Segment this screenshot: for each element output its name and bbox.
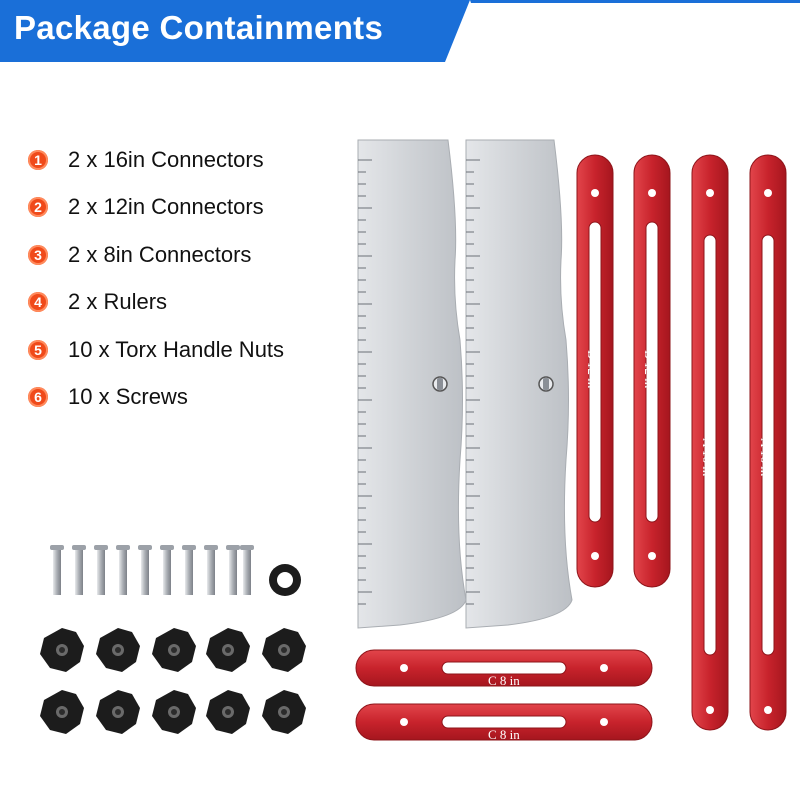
- knobs: [40, 628, 306, 734]
- connector-12in-2: B 12 in: [633, 154, 671, 588]
- screw-icon: [204, 545, 218, 595]
- contents-list: 1 2 x 16in Connectors 2 2 x 12in Connect…: [28, 136, 284, 421]
- number-badge: 3: [28, 244, 48, 265]
- ruler-right: [465, 139, 573, 629]
- connector-label-b: B 12 in: [642, 350, 657, 389]
- list-item: 2 2 x 12in Connectors: [28, 184, 284, 232]
- connector-label-c: C 8 in: [488, 727, 520, 742]
- connector-8in-1: C 8 in: [355, 649, 653, 688]
- list-item-label: 2 x 8in Connectors: [68, 241, 252, 267]
- list-item: 4 2 x Rulers: [28, 279, 284, 327]
- list-item: 5 10 x Torx Handle Nuts: [28, 326, 284, 374]
- knob-icon: [206, 690, 250, 734]
- knob-icon: [40, 628, 84, 672]
- screw-icon: [182, 545, 196, 595]
- list-item-label: 10 x Screws: [68, 384, 188, 410]
- knob-icon: [262, 628, 306, 672]
- list-item-label: 10 x Torx Handle Nuts: [68, 336, 285, 362]
- knob-icon: [262, 690, 306, 734]
- list-item: 3 2 x 8in Connectors: [28, 231, 284, 279]
- ruler-ticks: [466, 159, 480, 605]
- connector-label-a: A 16 in: [700, 438, 715, 477]
- connector-label-c: C 8 in: [488, 673, 520, 688]
- knob-icon: [96, 690, 140, 734]
- ruler-bolt: [437, 378, 443, 390]
- connector-12in-1: B 12 in: [576, 154, 614, 588]
- number-badge: 4: [28, 292, 48, 313]
- screw-icon: [116, 545, 130, 595]
- knob-icon: [40, 690, 84, 734]
- header-banner: Package Containments: [0, 0, 800, 62]
- banner-shape: [0, 0, 800, 62]
- list-item: 1 2 x 16in Connectors: [28, 136, 284, 184]
- knob-icon: [152, 628, 196, 672]
- knob-icon: [96, 628, 140, 672]
- washer-icon: [269, 564, 301, 596]
- screw-icon: [94, 545, 108, 595]
- screw-icon: [72, 545, 86, 595]
- screw-icon: [50, 545, 64, 595]
- ruler-ticks: [358, 159, 372, 605]
- list-item-label: 2 x 16in Connectors: [68, 146, 264, 172]
- screw-icon: [226, 545, 240, 595]
- ruler-left: [357, 139, 467, 629]
- number-badge: 5: [28, 339, 48, 360]
- screws: [50, 545, 254, 595]
- connector-label-b: B 12 in: [585, 350, 600, 389]
- page-title: Package Containments: [14, 9, 384, 46]
- number-badge: 6: [28, 387, 48, 408]
- knob-icon: [206, 628, 250, 672]
- connector-8in-2: C 8 in: [355, 703, 653, 742]
- list-item-label: 2 x 12in Connectors: [68, 194, 264, 220]
- number-badge: 2: [28, 197, 48, 218]
- number-badge: 1: [28, 149, 48, 170]
- connector-16in-1: A 16 in: [691, 154, 729, 731]
- ruler-bolt: [543, 378, 549, 390]
- connector-label-a: A 16 in: [758, 438, 773, 477]
- knob-icon: [152, 690, 196, 734]
- list-item: 6 10 x Screws: [28, 374, 284, 422]
- screw-icon: [240, 545, 254, 595]
- screw-icon: [160, 545, 174, 595]
- list-item-label: 2 x Rulers: [68, 289, 168, 315]
- screw-icon: [138, 545, 152, 595]
- connector-16in-2: A 16 in: [749, 154, 787, 731]
